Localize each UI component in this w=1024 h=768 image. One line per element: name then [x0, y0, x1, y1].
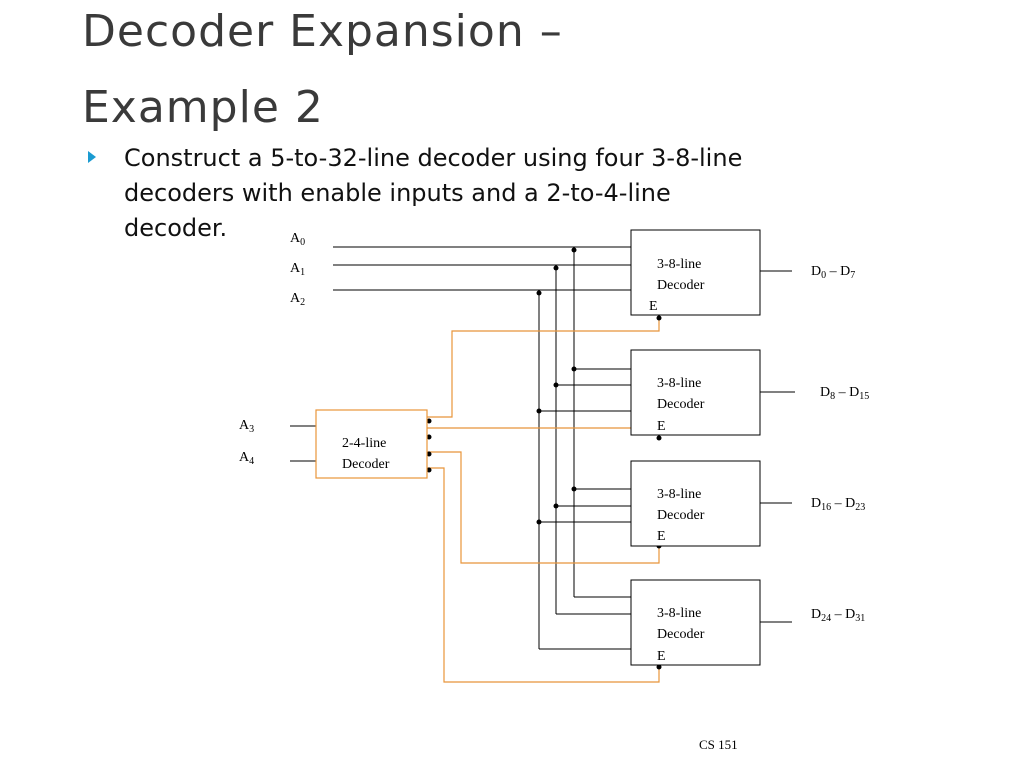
output-dot [426, 467, 432, 473]
output-label-decoder-2: D8 – D15 [820, 385, 869, 402]
enable-dot [656, 315, 662, 321]
decoder-3-to-8-box [630, 229, 761, 316]
junction-dot [571, 486, 577, 492]
slide-footer: CS 151 [699, 737, 738, 752]
junction-dot [536, 290, 542, 296]
bullet-text-line-1: Construct a 5-to-32-line decoder using f… [124, 144, 743, 172]
enable-wire-decoder-1 [427, 318, 660, 418]
input-label-a0: A0 [290, 231, 305, 248]
decoder-2-enable-label: E [657, 419, 666, 434]
enable-wire-decoder-3 [427, 451, 660, 564]
enable-dot [656, 664, 662, 670]
slide-title-line-1: Decoder Expansion – [82, 6, 563, 57]
enable-dot [656, 435, 662, 441]
decoder-4-label-2: Decoder [657, 627, 705, 642]
slide-title-line-2: Example 2 [82, 82, 324, 133]
decoder-3-to-8-box [630, 460, 761, 547]
junction-dot [571, 247, 577, 253]
input-label-a4: A4 [239, 450, 254, 467]
junction-dot [553, 503, 559, 509]
decoder-1-label-1: 3-8-line [657, 257, 701, 272]
decoder-2-to-4-label-2: Decoder [342, 457, 390, 472]
input-label-a2: A2 [290, 291, 305, 308]
output-dot [426, 451, 432, 457]
decoder-2-to-4-label-1: 2-4-line [342, 436, 386, 451]
decoder-2-label-2: Decoder [657, 397, 705, 412]
junction-dot [571, 366, 577, 372]
output-label-decoder-3: D16 – D23 [811, 496, 865, 513]
junction-dot [536, 408, 542, 414]
enable-wire-decoder-4 [427, 467, 660, 683]
decoder-3-label-2: Decoder [657, 508, 705, 523]
junction-dot [536, 519, 542, 525]
decoder-2-to-4-box [315, 409, 428, 479]
address-wires [290, 246, 795, 650]
decoder-1-enable-label: E [649, 299, 658, 314]
bullet-arrow-icon [88, 151, 96, 163]
junction-dot [553, 265, 559, 271]
output-label-decoder-1: D0 – D7 [811, 264, 855, 281]
decoder-1-label-2: Decoder [657, 278, 705, 293]
decoder-3-enable-label: E [657, 529, 666, 544]
output-label-decoder-4: D24 – D31 [811, 607, 865, 624]
decoder-3-to-8-box [630, 349, 761, 436]
decoder-4-enable-label: E [657, 649, 666, 664]
junction-dot [553, 382, 559, 388]
output-dot [426, 418, 432, 424]
decoder-2-label-1: 3-8-line [657, 376, 701, 391]
input-label-a1: A1 [290, 261, 305, 278]
bullet-text-line-3: decoder. [124, 214, 228, 242]
output-dot [426, 434, 432, 440]
decoder-4-label-1: 3-8-line [657, 606, 701, 621]
bullet-text-line-2: decoders with enable inputs and a 2-to-4… [124, 179, 671, 207]
decoder-3-label-1: 3-8-line [657, 487, 701, 502]
input-label-a3: A3 [239, 418, 254, 435]
decoder-3-to-8-box [630, 579, 761, 666]
enable-wires [427, 318, 660, 683]
junction-dots [426, 247, 662, 670]
